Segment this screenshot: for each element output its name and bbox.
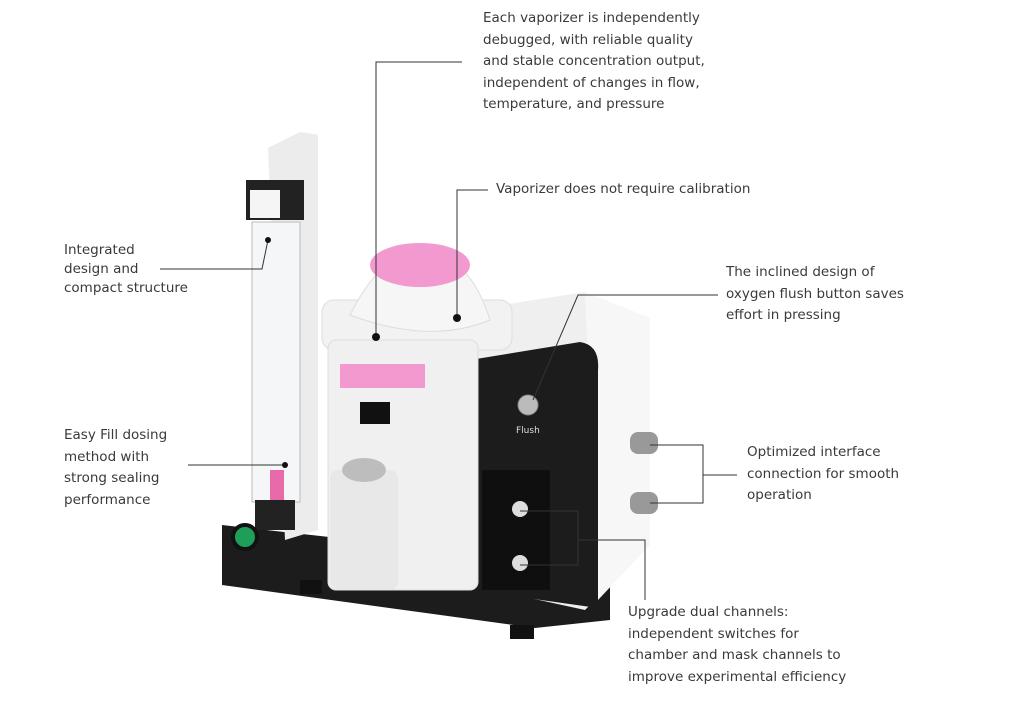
- flush-button: [517, 394, 539, 416]
- callout-line: strong sealing: [64, 470, 160, 486]
- callout-line: and stable concentration output,: [483, 53, 705, 69]
- dial-cap: [370, 243, 470, 287]
- callout-inclined-flush: The inclined design of oxygen flush butto…: [726, 262, 904, 327]
- switch-panel: [482, 470, 550, 590]
- flowmeter-tube: [251, 221, 301, 503]
- port: [630, 492, 658, 514]
- callout-line: The inclined design of: [726, 264, 875, 280]
- callout-line: chamber and mask channels to: [628, 647, 841, 663]
- flow-knob: [231, 523, 259, 551]
- flowmeter-base: [255, 500, 295, 530]
- callout-line: compact structure: [64, 280, 188, 296]
- callout-dual-channels: Upgrade dual channels: independent switch…: [628, 602, 846, 688]
- callout-line: Vaporizer does not require calibration: [496, 181, 751, 197]
- callout-line: connection for smooth: [747, 465, 900, 482]
- callout-line: temperature, and pressure: [483, 96, 665, 112]
- callout-no-calibration: Vaporizer does not require calibration: [496, 179, 750, 201]
- level-window: [360, 402, 390, 424]
- callout-integrated-design: Integrated design and compact structure: [64, 241, 188, 298]
- chamber-switch: [512, 501, 528, 517]
- callout-vaporizer-debugged: Each vaporizer is independently debugged,…: [483, 8, 705, 116]
- mask-switch: [512, 555, 528, 571]
- callout-line: independent switches for: [628, 625, 799, 642]
- foot: [300, 580, 322, 594]
- callout-line: debugged, with reliable quality: [483, 31, 693, 48]
- fill-cap: [342, 458, 386, 482]
- callout-line: independent of changes in flow,: [483, 74, 700, 91]
- flush-label: Flush: [516, 426, 540, 436]
- leader-dots: [265, 237, 461, 468]
- callout-line: design and: [64, 261, 139, 277]
- callout-line: operation: [747, 487, 812, 503]
- flowmeter-label: [250, 190, 280, 218]
- foot: [510, 625, 534, 639]
- callout-line: Integrated: [64, 242, 135, 258]
- callout-interface: Optimized interface connection for smooth…: [747, 442, 899, 507]
- port: [630, 432, 658, 454]
- callout-line: oxygen flush button saves: [726, 285, 904, 302]
- callout-line: Optimized interface: [747, 444, 881, 460]
- callout-easy-fill: Easy Fill dosing method with strong sealin…: [64, 425, 167, 511]
- callout-line: performance: [64, 491, 151, 508]
- callout-line: improve experimental efficiency: [628, 668, 847, 685]
- flow-float: [270, 470, 284, 500]
- callout-line: Upgrade dual channels:: [628, 604, 789, 620]
- housing-side: [585, 292, 650, 600]
- callout-line: Easy Fill dosing: [64, 427, 168, 443]
- callout-line: Each vaporizer is independently: [483, 10, 700, 26]
- warning-label: [340, 364, 425, 388]
- callout-line: method with: [64, 448, 150, 465]
- callout-line: effort in pressing: [726, 307, 841, 323]
- fill-port-housing: [330, 470, 398, 590]
- leader-lines: [160, 61, 737, 600]
